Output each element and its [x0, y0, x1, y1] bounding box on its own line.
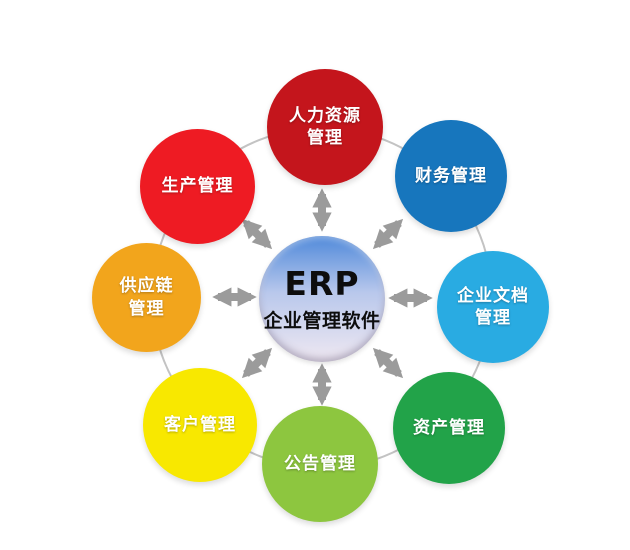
node-production: 生产管理: [140, 129, 255, 244]
node-human-resources: 人力资源 管理: [267, 69, 383, 185]
node-supply-chain: 供应链 管理: [92, 243, 201, 352]
erp-subtitle: 企业管理软件: [263, 309, 381, 332]
node-announcements: 公告管理: [262, 406, 378, 522]
erp-title: ERP: [284, 263, 360, 303]
arrow-bottom-right: [372, 347, 404, 379]
node-customers-label: 客户管理: [164, 414, 236, 435]
node-finance: 财务管理: [395, 120, 507, 232]
node-production-label: 生产管理: [161, 176, 234, 197]
node-assets-label: 资产管理: [413, 417, 485, 438]
node-enterprise-docs: 企业文档 管理: [437, 251, 549, 363]
node-customers: 客户管理: [143, 368, 257, 482]
erp-center-node: ERP 企业管理软件: [259, 236, 385, 362]
node-human-resources-label: 人力资源 管理: [289, 105, 361, 148]
node-enterprise-docs-label: 企业文档 管理: [457, 285, 529, 328]
node-supply-chain-label: 供应链 管理: [119, 276, 174, 319]
node-finance-label: 财务管理: [415, 165, 487, 186]
arrow-bottom-left: [241, 347, 273, 379]
node-announcements-label: 公告管理: [284, 453, 356, 474]
arrow-top-left: [241, 218, 273, 250]
node-assets: 资产管理: [393, 372, 505, 484]
arrow-top-right: [372, 218, 404, 250]
